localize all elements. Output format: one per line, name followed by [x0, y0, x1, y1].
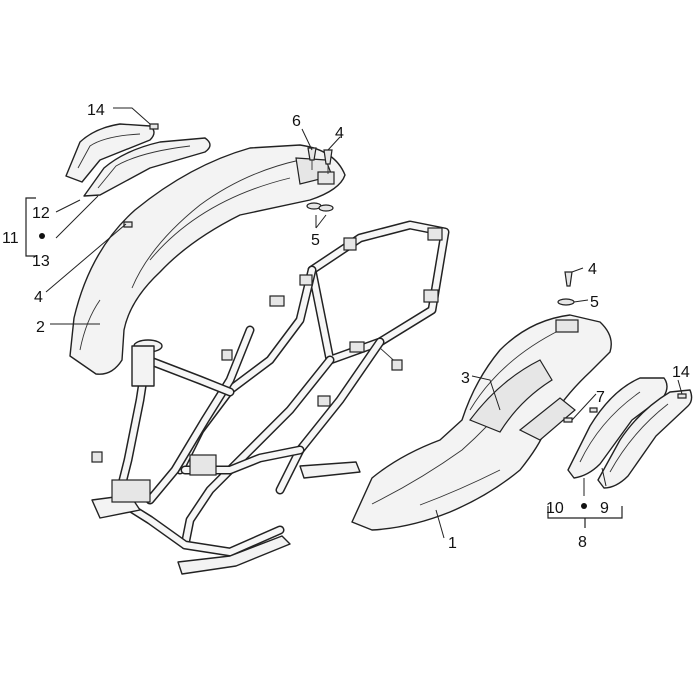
right-side-panel [351, 314, 612, 531]
callout-5-right: 5 [590, 294, 599, 311]
scooter-frame [91, 220, 450, 575]
callout-14-left: 14 [87, 102, 105, 119]
callout-14-right: 14 [672, 364, 690, 381]
group-dot-11 [39, 233, 45, 239]
callout-8: 8 [578, 534, 587, 551]
callout-9: 9 [600, 500, 609, 517]
callout-6: 6 [292, 113, 301, 130]
callout-12: 12 [32, 205, 50, 222]
callout-11: 11 [2, 230, 19, 247]
group-dot-8 [581, 503, 587, 509]
callout-4-left: 4 [34, 289, 43, 306]
leader-lines [45, 107, 683, 539]
left-leg-shield [69, 144, 346, 375]
group-brackets [25, 197, 623, 528]
callout-3: 3 [461, 370, 470, 387]
callout-7: 7 [596, 389, 605, 406]
callout-2: 2 [36, 319, 45, 336]
callout-13: 13 [32, 253, 50, 270]
callout-4-right: 4 [588, 261, 597, 278]
right-trim-cover [567, 377, 693, 489]
callout-10: 10 [546, 500, 564, 517]
callout-5-top: 5 [311, 232, 320, 249]
callout-4-top: 4 [335, 125, 344, 142]
left-trim-cover [65, 123, 211, 197]
callout-labels: 14 12 11 13 4 2 6 4 5 4 5 3 7 14 1 10 9 … [2, 102, 690, 552]
callout-1: 1 [448, 535, 457, 552]
